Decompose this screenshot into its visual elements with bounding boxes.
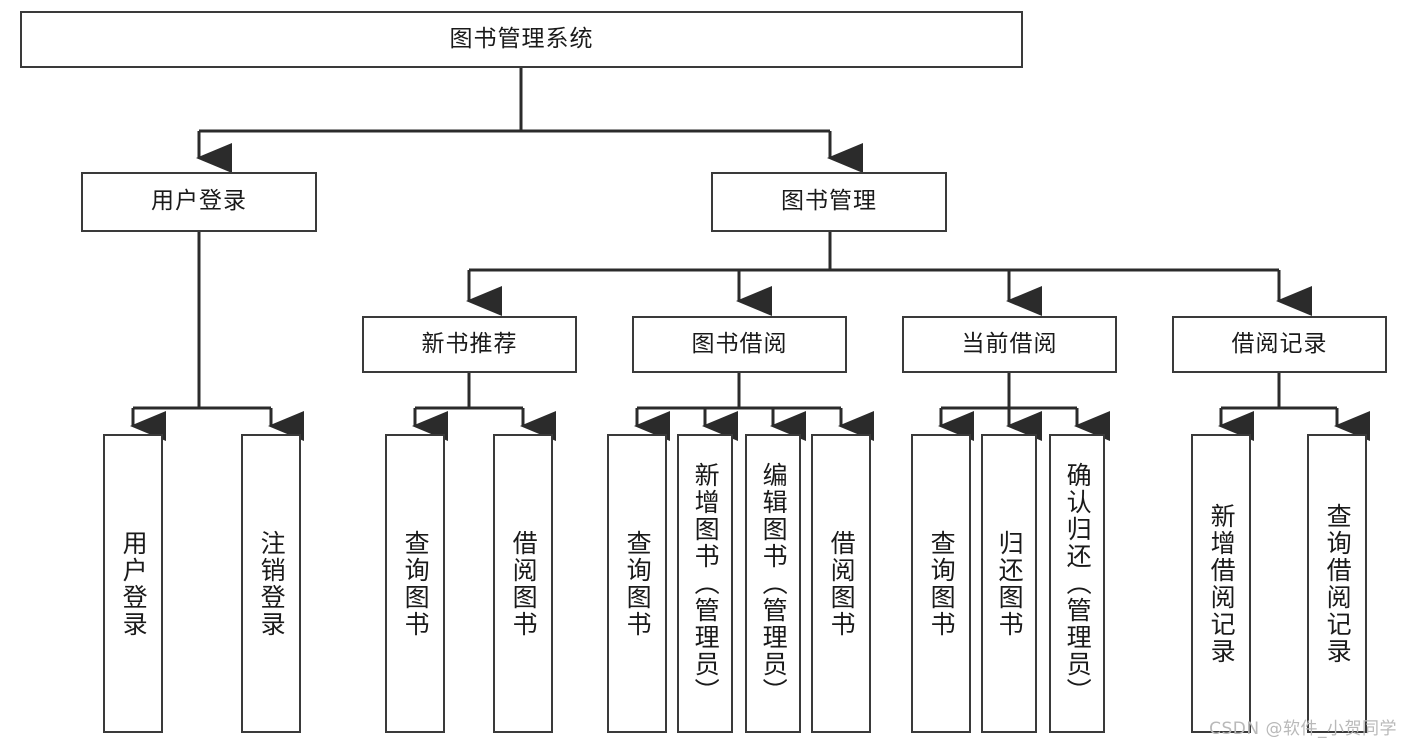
node-current-borrow[interactable]: 当前借阅 — [902, 316, 1117, 373]
leaf-query-book-recommend[interactable]: 查询图书 — [385, 434, 445, 733]
node-borrow-record[interactable]: 借阅记录 — [1172, 316, 1387, 373]
leaf-confirm-return-admin[interactable]: 确认归还（管理员） — [1049, 434, 1105, 733]
leaf-logout[interactable]: 注销登录 — [241, 434, 301, 733]
node-book-borrow[interactable]: 图书借阅 — [632, 316, 847, 373]
leaf-borrow-book-borrow[interactable]: 借阅图书 — [811, 434, 871, 733]
leaf-borrow-book-recommend[interactable]: 借阅图书 — [493, 434, 553, 733]
leaf-add-borrow-record[interactable]: 新增借阅记录 — [1191, 434, 1251, 733]
leaf-edit-book-admin[interactable]: 编辑图书（管理员） — [745, 434, 801, 733]
leaf-add-book-admin[interactable]: 新增图书（管理员） — [677, 434, 733, 733]
leaf-user-login[interactable]: 用户登录 — [103, 434, 163, 733]
leaf-query-book-current[interactable]: 查询图书 — [911, 434, 971, 733]
watermark-credit: CSDN @软件_小贺同学 — [1209, 719, 1397, 739]
leaf-return-book[interactable]: 归还图书 — [981, 434, 1037, 733]
node-root-system[interactable]: 图书管理系统 — [20, 11, 1023, 68]
leaf-query-book-borrow[interactable]: 查询图书 — [607, 434, 667, 733]
node-user-login[interactable]: 用户登录 — [81, 172, 317, 232]
node-new-book-recommend[interactable]: 新书推荐 — [362, 316, 577, 373]
leaf-query-borrow-record[interactable]: 查询借阅记录 — [1307, 434, 1367, 733]
node-book-manage[interactable]: 图书管理 — [711, 172, 947, 232]
